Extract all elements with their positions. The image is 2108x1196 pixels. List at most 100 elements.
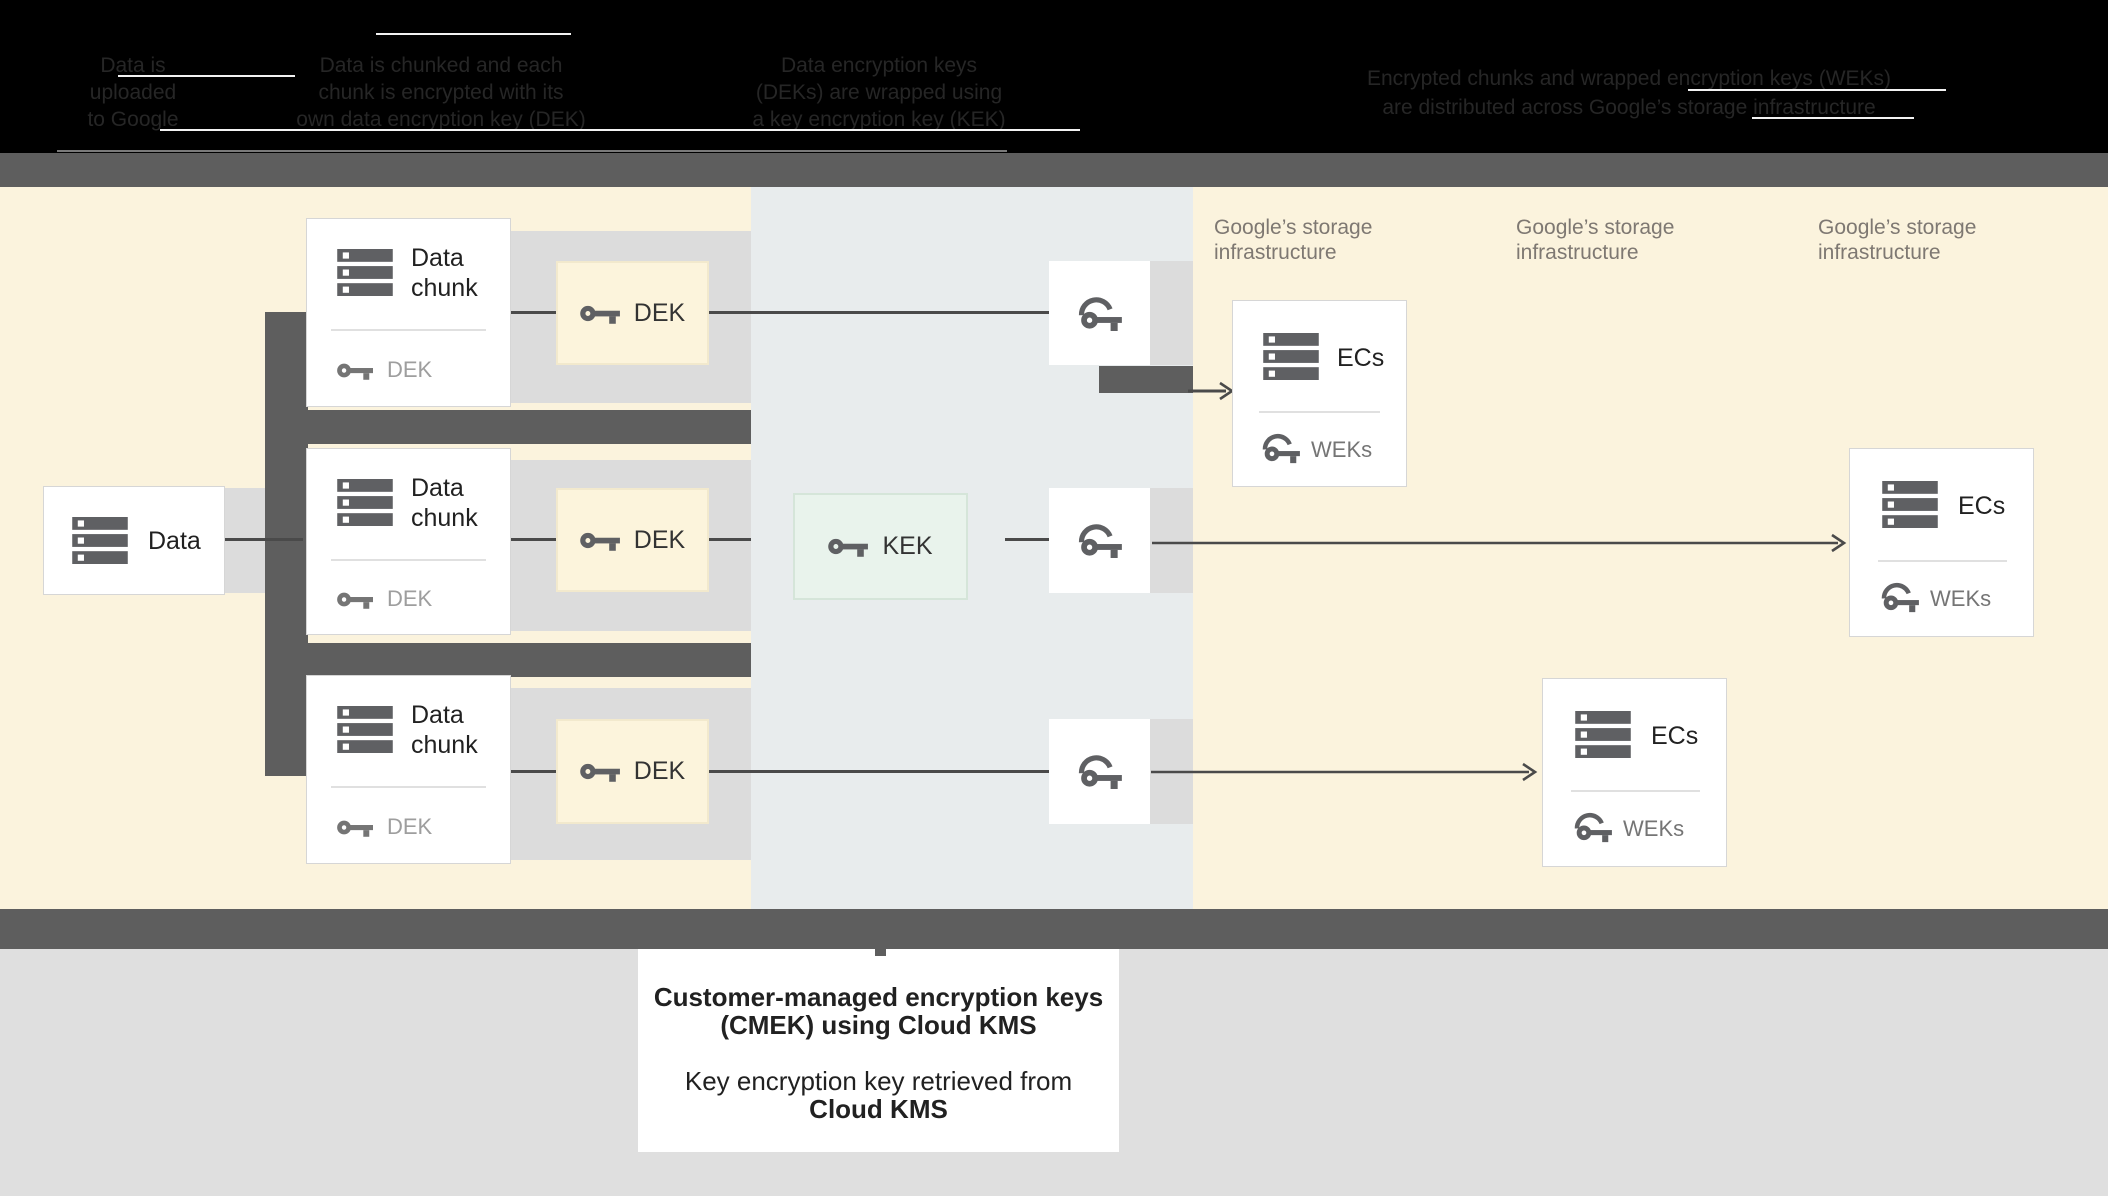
- header-step-3-line: Data encryption keys: [780, 54, 978, 77]
- ecs-title: ECs: [1651, 722, 1699, 750]
- chunk-bus-connector: [265, 312, 308, 776]
- artifact-line: [1688, 89, 1946, 91]
- wrapped-key-icon: [1077, 753, 1123, 790]
- card-divider: [1571, 790, 1700, 792]
- dek-box-label: DEK: [633, 757, 686, 785]
- header-step-1-line: uploaded: [89, 81, 177, 104]
- data-to-bus-line: [225, 538, 303, 541]
- bottom-divider-bar: [0, 909, 2108, 949]
- storage-infrastructure-label: Google’s storage infrastructure: [1818, 216, 1977, 264]
- header-step-2-line: chunk is encrypted with its: [318, 81, 564, 104]
- dek1-to-wrap1-line: [709, 311, 1049, 314]
- wrapped-key-icon: [1573, 811, 1613, 843]
- header-step-2-line: Data is chunked and each: [319, 54, 563, 77]
- card-divider: [1259, 411, 1380, 413]
- kek-box-label: KEK: [882, 532, 933, 560]
- dek-box: DEK: [556, 261, 709, 365]
- card-divider: [331, 559, 486, 561]
- wrapped-key-box: [1049, 719, 1150, 824]
- ecs-card: ECs WEKs: [1232, 300, 1407, 487]
- ecs-title: ECs: [1337, 344, 1385, 372]
- ecs-weks-label: WEKs: [1930, 586, 1992, 611]
- arrow-right-icon: [1151, 762, 1538, 782]
- callout-body-line: Key encryption key retrieved from: [684, 1066, 1073, 1096]
- data-chunk-title: Data chunk: [411, 244, 478, 302]
- server-stack-icon: [1882, 481, 1938, 528]
- wrapped-key-box: [1049, 261, 1150, 365]
- inter-row-connector: [265, 410, 751, 444]
- header-step-3-line: a key encryption key (KEK): [752, 108, 1006, 131]
- key-icon: [337, 360, 373, 381]
- server-stack-icon: [337, 706, 393, 753]
- storage-infrastructure-label: Google’s storage infrastructure: [1214, 216, 1373, 264]
- header-step-4-line: are distributed across Google’s storage …: [1382, 96, 1876, 119]
- dek-box-label: DEK: [633, 298, 686, 327]
- server-stack-icon: [72, 517, 128, 564]
- key-icon: [580, 529, 620, 552]
- dek-box: DEK: [556, 488, 709, 592]
- ecs-weks-label: WEKs: [1623, 816, 1685, 841]
- data-card: Data: [43, 486, 225, 595]
- callout-body-line: Cloud KMS: [809, 1094, 948, 1124]
- wrapped-key-icon: [1077, 295, 1123, 332]
- server-stack-icon: [1575, 711, 1631, 758]
- dek2-to-kms-line: [709, 538, 751, 541]
- chunk2-to-dek2-line: [511, 538, 556, 541]
- row1-output-connector: [1099, 366, 1193, 393]
- data-chunk-card: Data chunk DEK: [306, 218, 511, 407]
- callout-pointer-notch: [875, 948, 886, 956]
- ecs-title: ECs: [1958, 492, 2006, 520]
- header-step-4-line: Encrypted chunks and wrapped encryption …: [1366, 67, 1892, 90]
- dek3-to-wrap3-line: [709, 770, 1049, 773]
- ecs-card: ECs WEKs: [1542, 678, 1727, 867]
- kek-to-wrap2-line: [1005, 538, 1049, 541]
- dek-box-label: DEK: [633, 525, 686, 554]
- key-icon: [337, 589, 373, 610]
- header-step-2-line: own data encryption key (DEK): [296, 108, 586, 131]
- data-card-label: Data: [148, 526, 201, 555]
- card-divider: [331, 786, 486, 788]
- arrow-right-icon: [1152, 533, 1847, 553]
- data-chunk-card: Data chunk DEK: [306, 675, 511, 864]
- artifact-line: [160, 129, 1080, 131]
- wrapped-key-icon: [1880, 581, 1920, 613]
- data-chunk-title: Data chunk: [411, 474, 478, 532]
- chunk-dek-label: DEK: [387, 357, 433, 382]
- key-icon: [580, 302, 620, 325]
- artifact-line: [57, 150, 1007, 152]
- header-step-1: Data is uploaded to Google: [53, 52, 213, 133]
- chunk1-to-dek1-line: [511, 311, 556, 314]
- artifact-line: [118, 75, 295, 77]
- header-step-2: Data is chunked and each chunk is encryp…: [276, 52, 606, 133]
- chunk-dek-label: DEK: [387, 814, 433, 839]
- server-stack-icon: [337, 479, 393, 526]
- artifact-line: [376, 33, 571, 35]
- data-chunk-title: Data chunk: [411, 701, 478, 759]
- connector-band: [1150, 261, 1193, 365]
- connector-band: [1150, 488, 1193, 593]
- chunk-dek-label: DEK: [387, 586, 433, 611]
- top-divider-bar: [0, 153, 2108, 187]
- storage-infrastructure-label: Google’s storage infrastructure: [1516, 216, 1675, 264]
- inter-row-connector: [265, 643, 751, 677]
- key-icon: [337, 817, 373, 838]
- card-divider: [331, 329, 486, 331]
- wrapped-key-box: [1049, 488, 1150, 593]
- dek-box: DEK: [556, 719, 709, 824]
- header-step-4: Encrypted chunks and wrapped encryption …: [1299, 64, 1959, 122]
- callout-spacer: [638, 1039, 1119, 1067]
- header-step-3: Data encryption keys (DEKs) are wrapped …: [724, 52, 1034, 133]
- chunk3-to-dek3-line: [511, 770, 556, 773]
- server-stack-icon: [1263, 333, 1319, 380]
- ecs-weks-label: WEKs: [1311, 437, 1373, 462]
- card-divider: [1878, 560, 2007, 562]
- data-chunk-card: Data chunk DEK: [306, 448, 511, 635]
- artifact-line: [1752, 117, 1914, 119]
- callout-title-line: Customer-managed encryption keys: [653, 982, 1104, 1012]
- wrapped-key-icon: [1261, 432, 1301, 464]
- kek-box: KEK: [793, 493, 968, 600]
- header-step-1-line: to Google: [87, 108, 179, 131]
- header-step-1-line: Data is: [100, 54, 166, 77]
- server-stack-icon: [337, 249, 393, 296]
